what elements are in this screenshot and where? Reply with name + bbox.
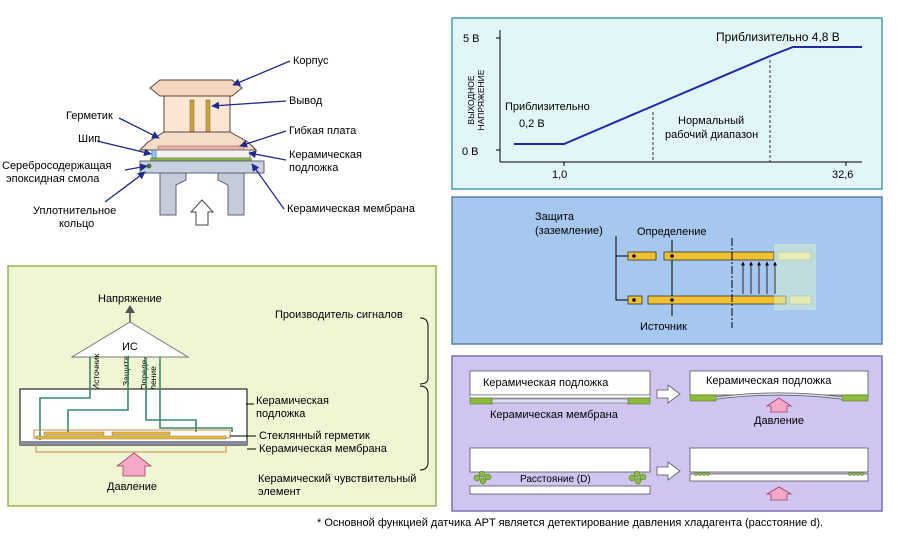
pressure-arrow-icon [189, 199, 215, 226]
detection-label-protection-2: (заземление) [535, 225, 603, 237]
detection-highlight [774, 244, 816, 310]
label-housing: Корпус [293, 55, 329, 67]
lower-body [139, 160, 265, 174]
graph-x-tick-1: 1,0 [552, 169, 567, 181]
bracket-signal-generator [419, 317, 429, 385]
membrane-strip-left [491, 398, 629, 404]
bracket-sensing-element [419, 385, 429, 471]
epoxy-flat-right [848, 472, 864, 476]
distance-membrane-left [469, 485, 651, 495]
detection-electrode [663, 251, 775, 261]
label-sealant: Герметик [66, 110, 113, 122]
state-arrow-icon-1 [656, 384, 681, 404]
circuit-label-voltage: Напряжение [98, 293, 162, 305]
membrane-label-substrate-left: Керамическая подложка [483, 377, 609, 389]
graph-ylabel-1: ВЫХОДНОЕ [466, 75, 476, 125]
output-voltage-graph: ВЫХОДНОЕ НАПРЯЖЕНИЕ 5 В 0 В 1,0 32,6 При… [451, 17, 883, 190]
circuit-label-sensing-element-1: Керамический чувствительный [258, 473, 416, 485]
epoxy-cluster-right [628, 470, 647, 485]
label-terminal: Вывод [289, 95, 323, 107]
detection-label-protection-1: Защита [535, 211, 575, 223]
membrane-shape [150, 158, 252, 161]
field-arrows [741, 261, 777, 294]
graph-x-tick-2: 32,6 [832, 169, 853, 181]
ic-triangle [70, 321, 190, 358]
label-flex-board: Гибкая плата [289, 125, 357, 137]
circuit-label-glass-seal: Стеклянный герметик [259, 430, 370, 442]
detection-label-detection: Определение [637, 226, 707, 238]
membrane-label-substrate-right: Керамическая подложка [706, 375, 832, 387]
state-arrow-icon-2 [656, 461, 681, 481]
graph-label-high: Приблизительно 4,8 В [716, 30, 840, 44]
membrane-label-pressure: Давление [754, 415, 804, 427]
circuit-pin-detect-2: ление [148, 366, 158, 390]
membrane-label-membrane-left: Керамическая мембрана [490, 409, 619, 421]
source-electrode [647, 295, 787, 305]
label-o-ring-2: кольцо [59, 218, 94, 230]
graph-ylabel-2: НАПРЯЖЕНИЕ [476, 69, 486, 130]
circuit-pin-detect-1: Опреде- [139, 357, 149, 390]
sensor-cross-section: Корпус Герметик Вывод Шип Гибкая плата С… [2, 55, 416, 230]
detection-label-source: Источник [640, 321, 687, 333]
ground-electrode-top [627, 251, 657, 261]
label-o-ring-1: Уплотнительное [33, 205, 116, 217]
substrate-block-right [689, 370, 869, 396]
graph-label-low-1: Приблизительно [505, 101, 590, 113]
label-spike: Шип [78, 133, 100, 145]
circuit-label-ic: ИС [122, 341, 138, 353]
graph-label-low-2: 0,2 В [519, 118, 545, 130]
circuit-label-sensing-element-2: элемент [258, 486, 301, 498]
graph-y-tick-bottom: 0 В [462, 146, 479, 158]
circuit-label-signal-generator: Производитель сигналов [275, 309, 403, 321]
circuit-pin-protection: Защита [121, 356, 131, 386]
distance-membrane-right [689, 473, 869, 482]
fitting-left [159, 172, 187, 216]
circuit-label-substrate-2: подложка [256, 408, 306, 420]
label-ceramic-membrane: Керамическая мембрана [287, 203, 416, 215]
substrate-shape [151, 149, 251, 159]
epoxy-cluster-left [473, 470, 492, 485]
circuit-label-membrane: Керамическая мембрана [259, 443, 388, 455]
epoxy-dot [146, 163, 152, 169]
fitting-right [217, 172, 245, 216]
label-ceramic-substrate-2: подложка [289, 162, 339, 174]
circuit-panel: Напряжение ИС Источник Защита Опреде- ле… [7, 265, 437, 507]
output-characteristic-line [514, 46, 862, 145]
label-ceramic-substrate-1: Керамическая [289, 149, 362, 161]
circuit-pin-source: Источник [91, 353, 101, 390]
membrane-panel: Керамическая подложка Керамическая мембр… [451, 355, 883, 512]
footnote: * Основной функцией датчика APT является… [317, 517, 823, 529]
pressure-arrow-icon-right [765, 397, 793, 413]
graph-range-1: Нормальный [678, 115, 744, 127]
circuit-label-pressure: Давление [107, 481, 157, 493]
circuit-pressure-arrow-icon [115, 452, 153, 477]
circuit-label-substrate-1: Керамическая [256, 395, 329, 407]
distance-substrate-left [469, 447, 651, 473]
flex-board-shape [157, 145, 245, 151]
epoxy-flat-left [694, 472, 710, 476]
graph-range-2: рабочий диапазон [665, 129, 758, 141]
pressure-arrow-icon-bottom [765, 486, 793, 501]
graph-y-tick-top: 5 В [463, 33, 480, 45]
housing-cap [149, 79, 243, 97]
label-silver-epoxy-1: Серебросодержащая [2, 160, 112, 172]
membrane-label-distance: Расстояние (D) [520, 474, 591, 485]
spike-shape [151, 149, 157, 159]
label-silver-epoxy-2: эпоксидная смола [6, 173, 100, 185]
housing-shoulders [138, 131, 258, 151]
circuit-panel-bg [7, 265, 437, 507]
distance-substrate-right [689, 447, 869, 473]
detection-panel: Защита (заземление) Определение Источник [451, 196, 883, 345]
circuit-membrane-layer [20, 441, 247, 445]
